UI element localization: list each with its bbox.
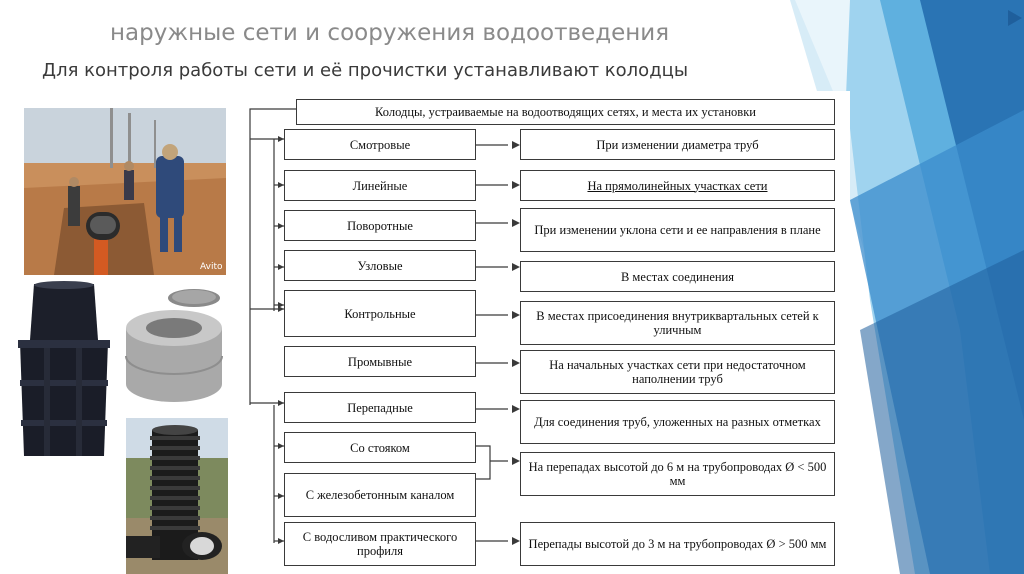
plastic-well-image: [14, 280, 114, 462]
well-type-linear: Линейные: [284, 170, 476, 201]
slide-title: наружные сети и сооружения водоотведения: [110, 20, 670, 46]
well-type-drop: Перепадные: [284, 392, 476, 423]
place-connections: В местах соединения: [520, 261, 835, 292]
corrugated-well-photo: [126, 418, 228, 574]
place-initial-sections: На начальных участках сети при недостато…: [520, 350, 835, 394]
well-type-junction: Узловые: [284, 250, 476, 281]
place-slope-direction-change: При изменении уклона сети и ее направлен…: [520, 208, 835, 252]
photo-watermark: Avito: [200, 262, 223, 272]
slide-subtitle: Для контроля работы сети и её прочистки …: [42, 60, 689, 81]
construction-site-photo: Avito: [24, 108, 226, 275]
wells-classification-diagram: Колодцы, устраиваемые на водоотводящих с…: [246, 91, 850, 574]
diagram-header: Колодцы, устраиваемые на водоотводящих с…: [296, 99, 835, 125]
well-type-spillway: С водосливом практического профиля: [284, 522, 476, 566]
place-straight-sections: На прямолинейных участках сети: [520, 170, 835, 201]
well-type-with-riser: Со стояком: [284, 432, 476, 463]
place-drop-up-to-6m: На перепадах высотой до 6 м на трубопров…: [520, 452, 835, 496]
place-diameter-change: При изменении диаметра труб: [520, 129, 835, 160]
well-type-control: Контрольные: [284, 290, 476, 337]
concrete-well-image: [122, 286, 228, 406]
well-type-reinforced-channel: С железобетонным каналом: [284, 473, 476, 517]
well-type-flushing: Промывные: [284, 346, 476, 377]
place-yard-network-connection: В местах присоединения внутриквартальных…: [520, 301, 835, 345]
well-type-turning: Поворотные: [284, 210, 476, 241]
place-drop-up-to-3m: Перепады высотой до 3 м на трубопроводах…: [520, 522, 835, 566]
connector-lines: [249, 108, 520, 545]
place-different-levels: Для соединения труб, уложенных на разных…: [520, 400, 835, 444]
well-type-inspection: Смотровые: [284, 129, 476, 160]
